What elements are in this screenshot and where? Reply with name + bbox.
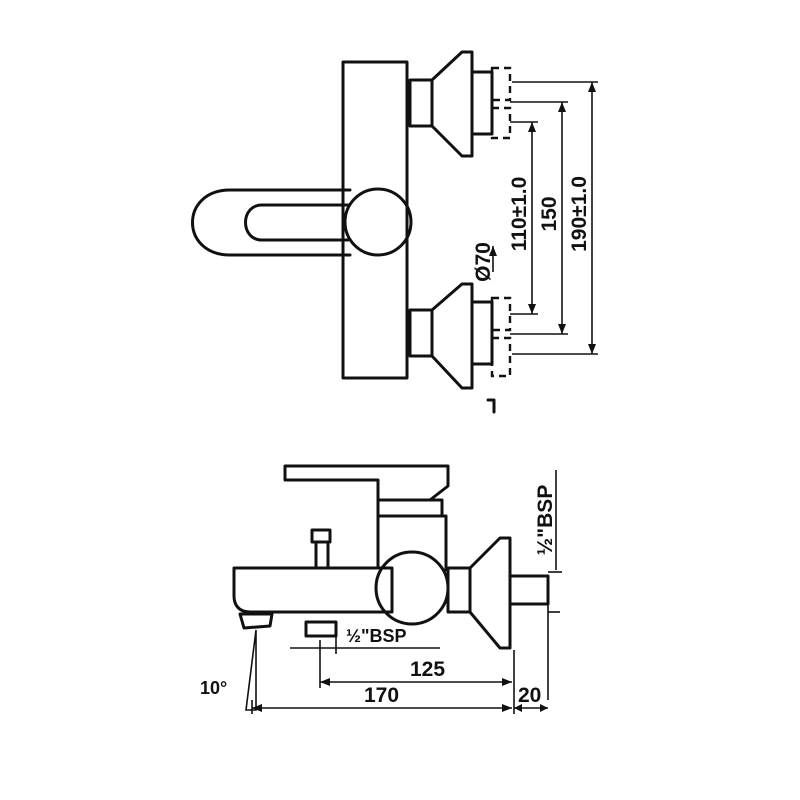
dim-inlet-thread: ½"BSP (534, 485, 557, 556)
dim-outlet-thread: ½"BSP (346, 626, 407, 646)
side-nut (446, 566, 472, 614)
top-lower-dash-2 (490, 336, 512, 378)
dim-outer-spacing: 190±1.0 (568, 176, 591, 252)
dim-diameter: Ø70 (472, 242, 495, 282)
top-lever (191, 188, 352, 257)
dim-mid-spacing: 150 (538, 196, 561, 231)
side-cartridge (376, 498, 444, 518)
top-lower-flange (430, 282, 474, 390)
dim-total-length: 170 (364, 684, 399, 707)
top-view: Ø70 110±1.0 150 190±1.0 (191, 50, 598, 414)
side-flange (468, 536, 512, 650)
top-upper-dash-1 (490, 66, 512, 102)
side-dimension-lines (251, 640, 548, 714)
top-upper-nut (408, 78, 434, 128)
dim-inlet-spacing: 110±1.0 (508, 177, 531, 252)
side-outlet (238, 612, 274, 630)
top-lower-marker (486, 398, 496, 414)
dim-offset: 20 (518, 684, 541, 707)
side-diverter-stem (314, 540, 330, 570)
side-lever (283, 464, 450, 502)
top-dimension-lines (489, 81, 598, 355)
side-body-upper (376, 514, 448, 572)
top-upper-pipe (470, 70, 494, 136)
top-upper-flange (430, 50, 474, 158)
side-bottom-outlet (304, 620, 338, 638)
side-diverter-knob (310, 528, 332, 544)
side-angle-lines (245, 629, 257, 711)
top-lower-nut (408, 308, 434, 358)
top-lever-slot (244, 203, 350, 242)
dim-spout-length: 125 (410, 658, 445, 681)
top-knob (343, 187, 413, 257)
side-valve-body (374, 550, 450, 626)
side-pipe (508, 574, 550, 606)
dim-spout-angle: 10° (200, 678, 227, 698)
top-lower-dash-1 (490, 296, 512, 332)
side-view: 10° ½"BSP ½"BSP 125 170 20 (200, 464, 562, 714)
top-upper-dash-2 (490, 106, 512, 140)
top-lower-pipe (470, 300, 494, 366)
top-body (341, 60, 409, 380)
side-spout (232, 566, 394, 614)
